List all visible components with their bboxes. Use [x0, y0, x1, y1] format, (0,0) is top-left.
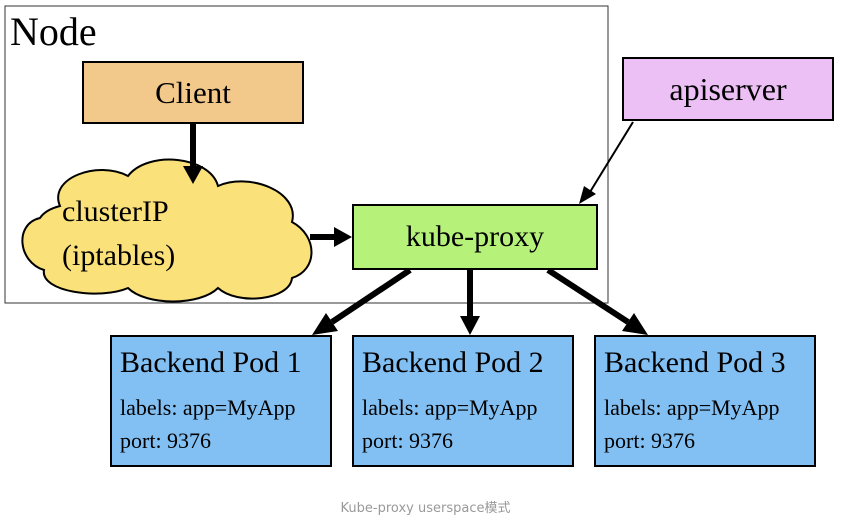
arrow-kubeproxy-to-pod1-head [312, 313, 338, 335]
pod-port: port: 9376 [604, 428, 696, 453]
apiserver-label: apiserver [669, 70, 787, 107]
arrow-kubeproxy-to-pod3 [546, 267, 630, 325]
figure-caption: Kube-proxy userspace模式 [340, 501, 511, 516]
pod-name: Backend Pod 2 [362, 346, 544, 379]
client-box: Client [82, 61, 304, 124]
node-container [4, 5, 609, 304]
pod-name: Backend Pod 3 [604, 346, 786, 379]
kube-proxy-label: kube-proxy [405, 220, 545, 253]
pod-port: port: 9376 [120, 428, 212, 453]
kube-proxy-box: kube-proxy [352, 204, 598, 270]
cluster-ip-text: clusterIP (iptables) [62, 190, 262, 278]
pod-labels: labels: app=MyApp [120, 395, 296, 420]
arrow-apiserver-to-kubeproxy-head [579, 186, 596, 204]
backend-pod-1: Backend Pod 1 labels: app=MyApp port: 93… [110, 335, 332, 467]
pod-port: port: 9376 [362, 428, 454, 453]
client-label: Client [155, 74, 231, 110]
arrow-apiserver-to-kubeproxy [589, 121, 634, 193]
apiserver-box: apiserver [622, 57, 834, 121]
arrow-kubeproxy-to-pod3-head [622, 313, 648, 335]
pod-name: Backend Pod 1 [120, 346, 302, 379]
node-title: Node [10, 9, 97, 54]
arrow-kubeproxy-to-pod2-head [460, 316, 480, 335]
cluster-ip-line1: clusterIP [62, 195, 169, 228]
pod-labels: labels: app=MyApp [604, 395, 780, 420]
cluster-ip-cloud [21, 158, 313, 303]
arrow-clusterip-to-kubeproxy-head [334, 227, 352, 247]
arrow-client-to-clusterip-head [183, 166, 203, 184]
cluster-ip-line2: (iptables) [62, 239, 176, 272]
backend-pod-2: Backend Pod 2 labels: app=MyApp port: 93… [352, 335, 574, 467]
arrow-kubeproxy-to-pod1 [330, 267, 412, 325]
backend-pod-3: Backend Pod 3 labels: app=MyApp port: 93… [594, 335, 816, 467]
pod-labels: labels: app=MyApp [362, 395, 538, 420]
